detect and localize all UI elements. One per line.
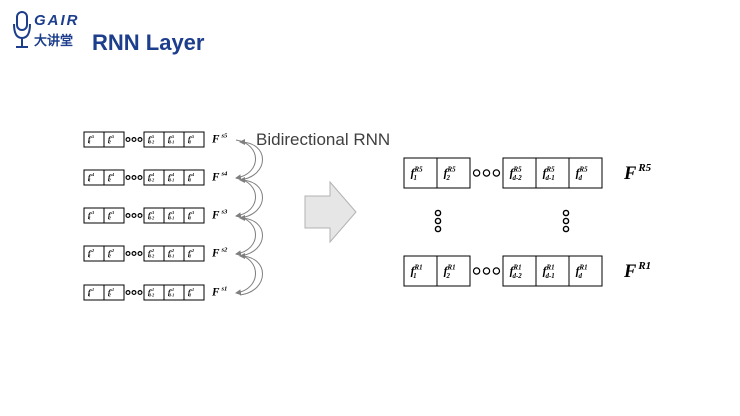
ellipsis-dot <box>131 175 137 181</box>
vertical-dot <box>562 225 570 233</box>
ellipsis-dot <box>125 251 131 257</box>
cell-group-right <box>143 284 205 301</box>
vertical-dot <box>434 225 442 233</box>
ellipsis-dot <box>472 267 481 275</box>
ellipsis-dot <box>482 267 491 275</box>
ellipsis-dot <box>131 251 137 257</box>
backward-connection <box>239 215 263 257</box>
cell-group-right <box>502 255 603 287</box>
vertical-dot <box>562 217 570 225</box>
ellipsis-dot <box>137 251 143 257</box>
ellipsis-dot <box>137 290 143 296</box>
ellipsis-dot <box>131 137 137 143</box>
vertical-ellipsis <box>434 209 570 233</box>
cell-group-right <box>502 157 603 189</box>
vertical-dot <box>434 217 442 225</box>
ellipsis-dot <box>472 169 481 177</box>
backward-connection <box>239 139 263 181</box>
ellipsis-dot <box>492 169 501 177</box>
ellipsis-dot <box>125 213 131 219</box>
ellipsis-dot <box>482 169 491 177</box>
forward-connection <box>235 253 256 296</box>
logo-text: GAIR <box>34 12 80 29</box>
ellipsis-dot <box>137 213 143 219</box>
transform-arrow <box>304 180 357 244</box>
ellipsis-dot <box>492 267 501 275</box>
logo-subtitle: 大讲堂 <box>34 34 74 49</box>
ellipsis-dot <box>125 290 131 296</box>
vertical-dot <box>434 209 442 217</box>
cell-group-right <box>143 131 205 148</box>
ellipsis-dot <box>137 175 143 181</box>
right-arrow-shape <box>304 180 357 244</box>
ellipsis-dot <box>125 137 131 143</box>
bidirectional-rnn-label: Bidirectional RNN <box>256 130 391 149</box>
page-title: RNN Layer <box>92 30 205 55</box>
ellipsis-dot <box>125 175 131 181</box>
gair-logo: GAIR 大讲堂 <box>12 8 98 52</box>
vertical-dot <box>562 209 570 217</box>
ellipsis-dot <box>131 213 137 219</box>
forward-connection <box>235 215 256 257</box>
ellipsis-dot <box>131 290 137 296</box>
forward-connection <box>235 139 256 181</box>
cell-group-right <box>143 207 205 224</box>
microphone-icon <box>13 11 31 48</box>
cell-group-right <box>143 169 205 186</box>
forward-connection <box>235 177 256 219</box>
backward-connection <box>239 177 263 219</box>
ellipsis-dot <box>137 137 143 143</box>
rnn-connections <box>235 139 263 296</box>
cell-group-right <box>143 245 205 262</box>
backward-connection <box>239 253 263 296</box>
